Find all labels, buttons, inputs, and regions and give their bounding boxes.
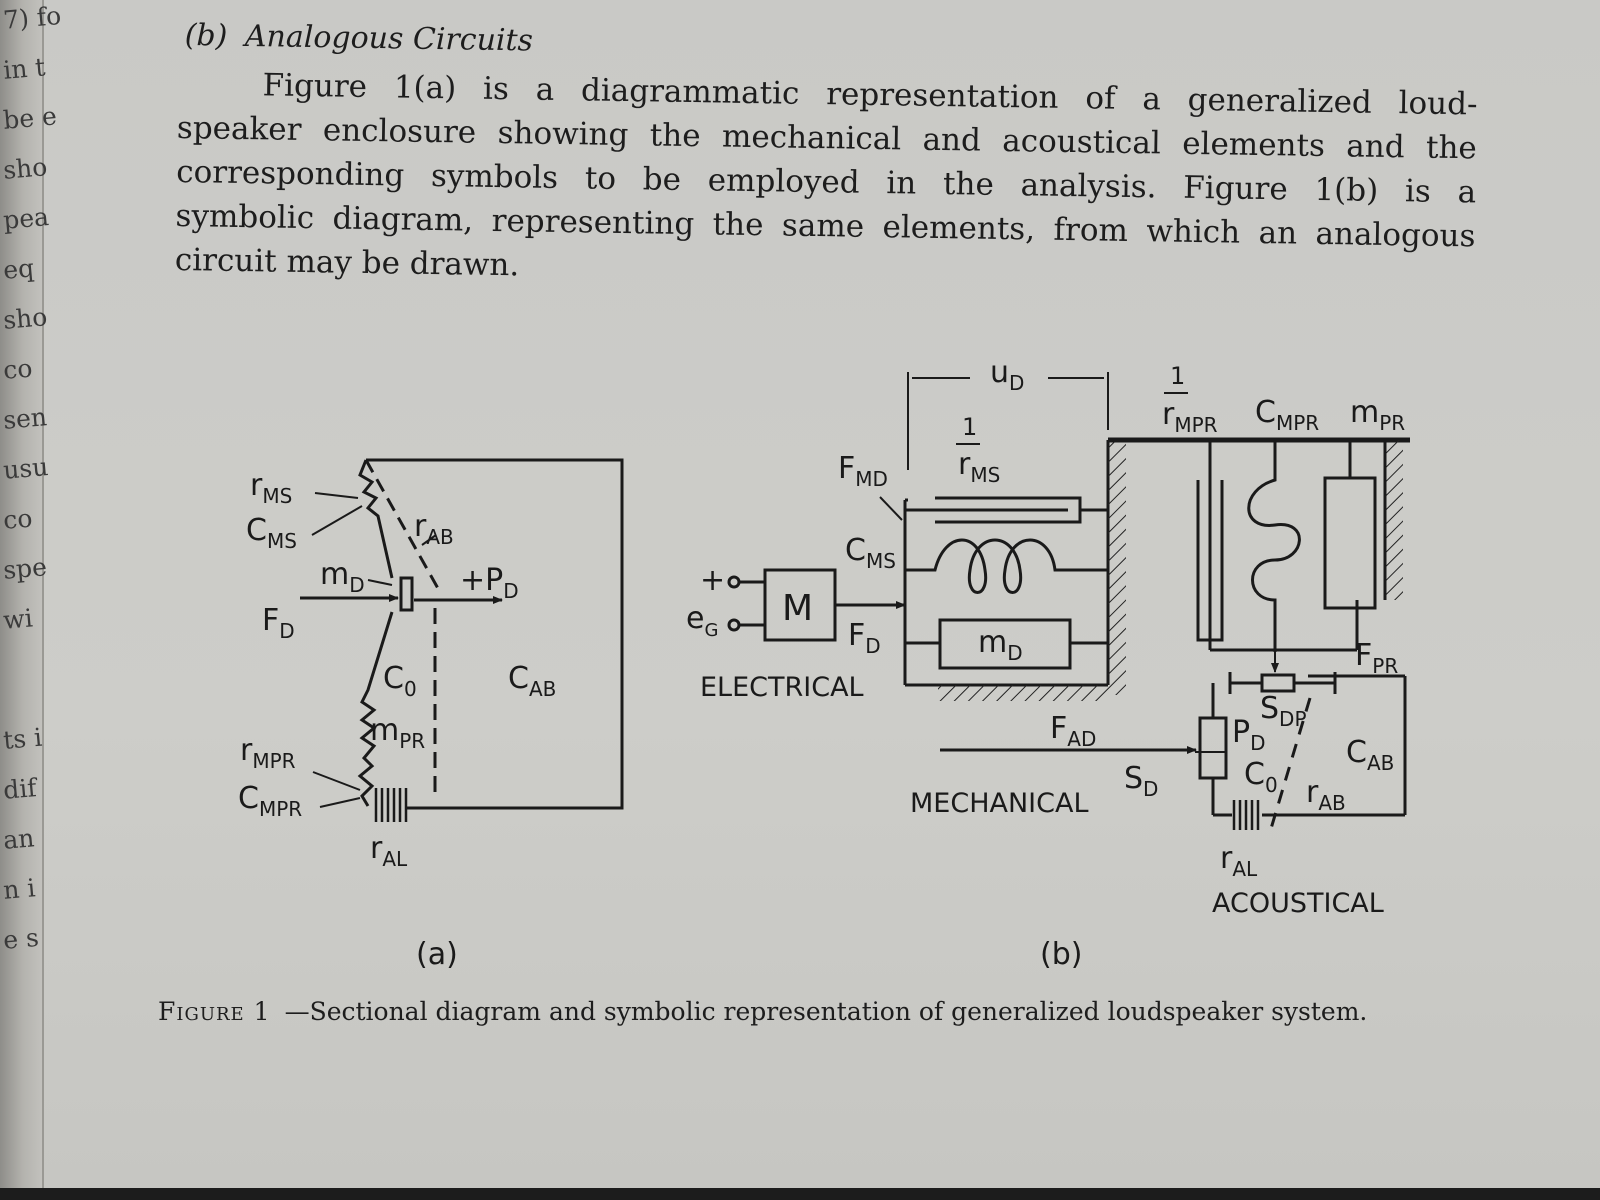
label-inv-r-mpr: rMPR bbox=[1162, 397, 1218, 437]
figure-a-labels: rMS CMS mD FD rAB +PD C0 CAB mPR rMPR CM… bbox=[238, 468, 556, 972]
pr-dashpot-cylinder bbox=[1196, 480, 1224, 642]
label-c-ms: CMS bbox=[246, 513, 297, 553]
label-r-mpr: rMPR bbox=[240, 733, 296, 773]
mech-wall-hatch bbox=[1108, 440, 1126, 695]
label-f-d: FD bbox=[262, 603, 295, 643]
label-r-ab-b: rAB bbox=[1306, 775, 1346, 815]
label-r-al: rAL bbox=[370, 831, 408, 871]
label-f-ad: FAD bbox=[1050, 711, 1096, 751]
enclosure-outline bbox=[366, 458, 624, 810]
label-c-ab-b: CAB bbox=[1346, 735, 1394, 775]
diaphragm-mass bbox=[399, 576, 414, 612]
caption-label: Figure 1 bbox=[158, 997, 271, 1026]
label-acoustical: ACOUSTICAL bbox=[1212, 888, 1384, 919]
label-c-ms-b: CMS bbox=[845, 533, 896, 573]
diaphragm-suspension-top bbox=[358, 459, 394, 579]
label-inv-r-ms-num: 1 bbox=[962, 413, 977, 441]
label-plus: + bbox=[700, 563, 725, 598]
label-mechanical: MECHANICAL bbox=[910, 788, 1089, 819]
label-m-pr-b: mPR bbox=[1350, 395, 1405, 435]
label-s-dp: SDP bbox=[1260, 691, 1307, 731]
figure-a-diagram bbox=[300, 458, 624, 822]
s-d-area bbox=[1198, 716, 1228, 780]
label-inv-r-mpr-num: 1 bbox=[1170, 362, 1185, 390]
r-ms-leader bbox=[314, 492, 359, 499]
s-dp-area bbox=[1260, 673, 1296, 693]
figure-b-labels: uD 1 rMPR CMPR mPR 1 rMS FMD CMS + eG M … bbox=[686, 355, 1405, 972]
label-u-d: uD bbox=[990, 355, 1024, 395]
pr-mass-box bbox=[1323, 476, 1377, 610]
label-inv-r-ms: rMS bbox=[958, 447, 1000, 487]
label-c-0: C0 bbox=[383, 661, 417, 701]
label-r-ab: rAB bbox=[414, 509, 454, 549]
r-al-grid-b bbox=[1232, 800, 1260, 830]
label-c-0-b: C0 bbox=[1244, 757, 1278, 797]
c-ms-leader bbox=[311, 505, 363, 536]
figure-b-diagram bbox=[727, 372, 1410, 833]
r-ab-leader bbox=[421, 534, 437, 546]
r-ab-dashed bbox=[364, 459, 442, 593]
page-bottom-edge bbox=[0, 1188, 1600, 1200]
passive-radiator-suspension bbox=[357, 611, 394, 807]
label-p-d: +PD bbox=[460, 563, 519, 603]
leak-resistance-grid bbox=[374, 788, 408, 822]
figure-b-sublabel: (b) bbox=[1040, 937, 1082, 972]
c-mpr-leader bbox=[319, 797, 361, 808]
label-c-mpr-b: CMPR bbox=[1255, 395, 1319, 435]
label-f-md: FMD bbox=[838, 451, 888, 491]
label-m-box: M bbox=[782, 588, 813, 629]
label-p-d-b: PD bbox=[1232, 715, 1266, 755]
terminal-plus bbox=[727, 575, 741, 589]
facing-page-edge bbox=[0, 0, 44, 1190]
pr-spring-c-mpr bbox=[1247, 440, 1301, 652]
label-e-g: eG bbox=[686, 601, 718, 641]
figure-caption: Figure 1 —Sectional diagram and symbolic … bbox=[158, 997, 1367, 1026]
label-m-d-b: mD bbox=[978, 625, 1023, 665]
label-electrical: ELECTRICAL bbox=[700, 672, 864, 703]
label-s-d: SD bbox=[1124, 761, 1158, 801]
label-f-d-b: FD bbox=[848, 618, 881, 658]
label-m-d: mD bbox=[320, 557, 365, 597]
label-f-pr: FPR bbox=[1355, 638, 1398, 678]
label-c-mpr: CMPR bbox=[238, 781, 302, 821]
m-d-leader bbox=[367, 579, 393, 586]
label-m-pr: mPR bbox=[370, 713, 425, 753]
spring-c-ms bbox=[905, 538, 1108, 594]
f-md-leader bbox=[879, 496, 903, 521]
figure-a-sublabel: (a) bbox=[416, 937, 458, 972]
label-r-al-b: rAL bbox=[1220, 841, 1258, 881]
mech-ground-hatch bbox=[938, 685, 1108, 701]
r-mpr-leader bbox=[312, 771, 361, 791]
caption-text: —Sectional diagram and symbolic represen… bbox=[284, 997, 1368, 1026]
label-r-ms: rMS bbox=[250, 468, 292, 508]
terminal-minus bbox=[727, 618, 741, 632]
acoustic-wall-hatch bbox=[1385, 440, 1403, 600]
label-c-ab: CAB bbox=[508, 661, 556, 701]
